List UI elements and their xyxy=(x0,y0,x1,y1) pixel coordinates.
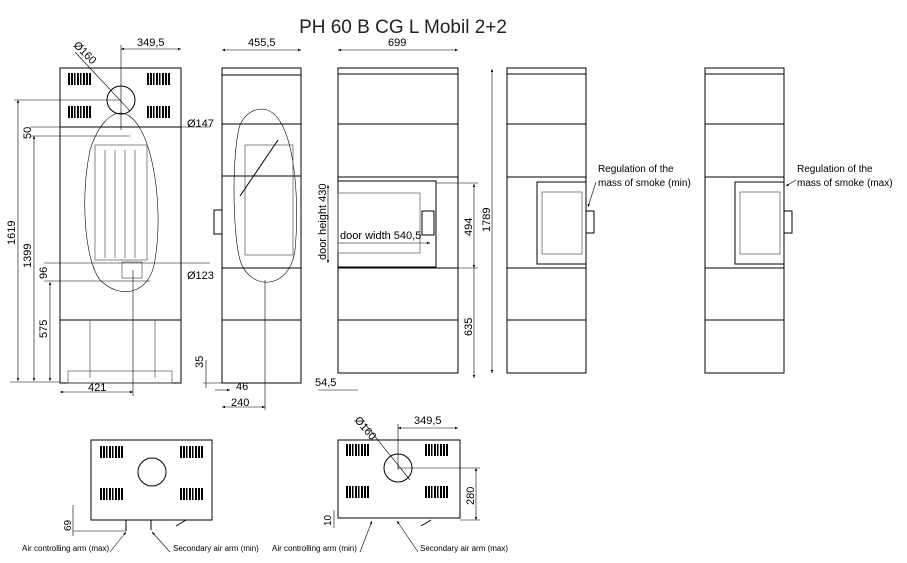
svg-text:door width 540,5: door width 540,5 xyxy=(340,230,421,242)
svg-text:575: 575 xyxy=(38,320,50,338)
svg-text:door height 430: door height 430 xyxy=(317,184,329,260)
svg-text:Regulation of the: Regulation of the xyxy=(797,164,873,175)
svg-text:Air controlling arm (max): Air controlling arm (max) xyxy=(22,544,109,553)
side-view-min: 1789 Regulation of the mass of smoke (mi… xyxy=(481,67,691,374)
svg-text:635: 635 xyxy=(463,318,475,336)
svg-text:mass of smoke (max): mass of smoke (max) xyxy=(797,178,893,189)
svg-text:69: 69 xyxy=(63,519,74,531)
plan-view-left: 69 Air controlling arm (max) Secondary a… xyxy=(22,439,259,553)
svg-text:699: 699 xyxy=(388,37,406,49)
front-view: 699 door height 430 door width 540,5 494… xyxy=(315,37,478,391)
svg-text:280: 280 xyxy=(465,487,477,505)
svg-text:Ø147: Ø147 xyxy=(187,118,214,130)
svg-text:349,5: 349,5 xyxy=(137,37,165,49)
svg-text:Secondary air arm (min): Secondary air arm (min) xyxy=(173,544,259,553)
front-section-view: 349,5 Ø160 1619 1399 50 Ø147 96 Ø123 575… xyxy=(6,37,214,396)
side-view-max: Regulation of the mass of smoke (max) xyxy=(704,67,893,374)
svg-text:1399: 1399 xyxy=(22,244,34,268)
plan-view-right: Ø160 349,5 280 10 Air controlling arm (m… xyxy=(272,414,508,553)
svg-text:349,5: 349,5 xyxy=(414,415,442,427)
svg-text:494: 494 xyxy=(463,218,475,236)
svg-text:Ø123: Ø123 xyxy=(187,270,214,282)
svg-text:Secondary air arm (max): Secondary air arm (max) xyxy=(420,544,508,553)
svg-text:Ø160: Ø160 xyxy=(71,39,99,67)
svg-text:240: 240 xyxy=(231,397,249,409)
svg-text:mass of smoke (min): mass of smoke (min) xyxy=(598,178,691,189)
svg-text:421: 421 xyxy=(88,382,106,394)
svg-text:10: 10 xyxy=(323,514,334,526)
svg-text:1789: 1789 xyxy=(481,208,493,232)
svg-text:Air controlling arm (min): Air controlling arm (min) xyxy=(272,544,357,553)
svg-text:96: 96 xyxy=(38,267,50,279)
svg-text:46: 46 xyxy=(236,381,248,393)
svg-text:1619: 1619 xyxy=(6,221,18,245)
svg-text:455,5: 455,5 xyxy=(248,37,276,49)
svg-text:54,5: 54,5 xyxy=(315,377,336,389)
svg-text:50: 50 xyxy=(22,127,34,139)
drawing-title: PH 60 B CG L Mobil 2+2 xyxy=(299,17,507,38)
svg-text:35: 35 xyxy=(194,356,206,368)
svg-text:Regulation of the: Regulation of the xyxy=(598,164,674,175)
svg-text:Ø160: Ø160 xyxy=(352,414,378,442)
side-section-view: 455,5 35 46 240 xyxy=(194,37,302,410)
